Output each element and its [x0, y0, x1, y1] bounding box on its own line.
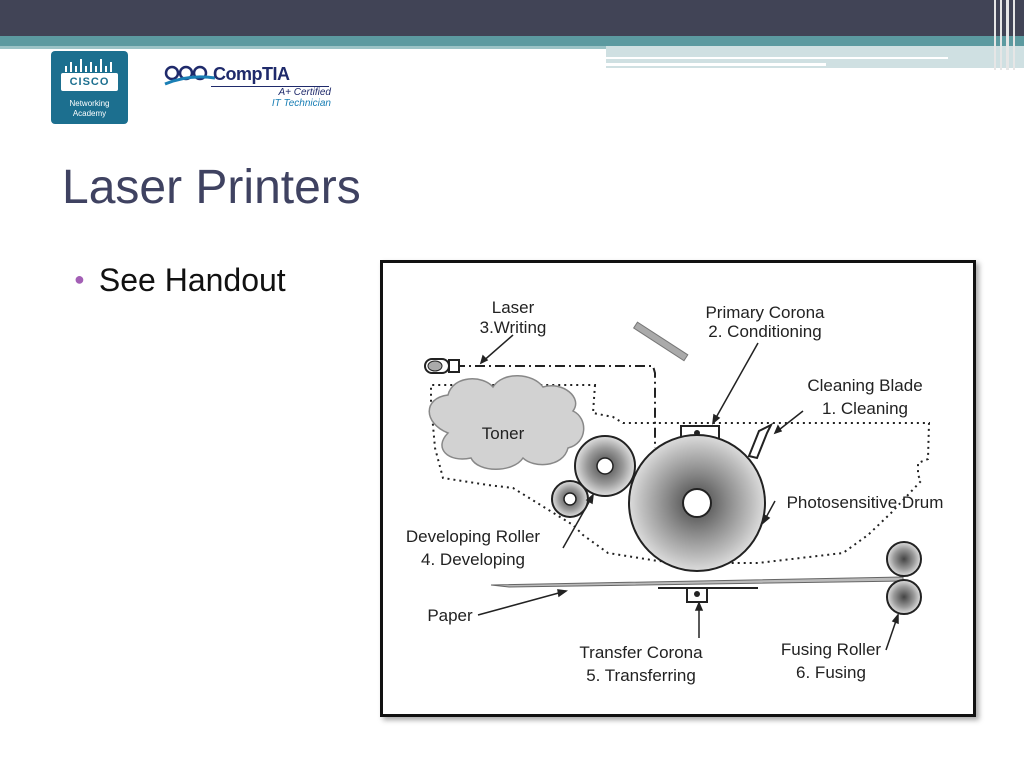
label-primary-corona-step: 2. Conditioning: [708, 322, 821, 341]
label-transfer-corona-step: 5. Transferring: [586, 666, 696, 685]
label-laser-step: 3.Writing: [480, 318, 547, 337]
comptia-divider: [211, 86, 329, 87]
label-developing-roller: Developing Roller: [406, 527, 541, 546]
comptia-cert-line1: A+ Certified: [278, 87, 331, 98]
fusing-roller-top: [886, 541, 922, 577]
label-paper: Paper: [427, 606, 473, 625]
comptia-cert-line2: IT Technician: [271, 98, 331, 109]
cisco-sub-line2: Academy: [72, 109, 107, 118]
diagram-canvas: Laser 3.Writing Primary Corona 2. Condit…: [406, 298, 944, 685]
mirror: [632, 321, 689, 362]
fusing-roller-bottom: [886, 579, 922, 615]
cisco-networking-academy-logo: CISCO Networking Academy: [51, 51, 128, 124]
comptia-swoosh-icon: [164, 65, 216, 86]
label-fusing-roller-step: 6. Fusing: [796, 663, 866, 682]
bullet-dot-icon: ●: [74, 269, 85, 289]
label-laser: Laser: [492, 298, 535, 317]
label-photosensitive-drum: Photosensitive Drum: [787, 493, 944, 512]
label-developing-roller-step: 4. Developing: [421, 550, 525, 569]
laser-beam-path: [455, 365, 656, 448]
slide-title: Laser Printers: [62, 161, 361, 214]
leader-lines: [477, 334, 899, 651]
cisco-wordmark: CISCO: [61, 73, 118, 91]
laser-unit: [424, 358, 460, 374]
bullet-text: See Handout: [98, 262, 286, 298]
label-cleaning-blade: Cleaning Blade: [807, 376, 922, 395]
cisco-bars-icon: [65, 59, 112, 72]
label-toner: Toner: [482, 424, 525, 443]
printer-enclosure-outline: [430, 384, 931, 564]
label-fusing-roller: Fusing Roller: [781, 640, 881, 659]
cleaning-blade: [747, 422, 774, 460]
label-cleaning-blade-step: 1. Cleaning: [822, 399, 908, 418]
cisco-subtitle: Networking Academy: [51, 99, 128, 119]
developing-roller-large-hub: [596, 457, 614, 475]
label-primary-corona: Primary Corona: [705, 303, 825, 322]
comptia-wordmark: CompTIA: [213, 64, 290, 84]
top-decorative-bar: [0, 0, 1024, 70]
laser-printer-diagram: Laser 3.Writing Primary Corona 2. Condit…: [380, 260, 976, 717]
developing-roller-small-hub: [563, 492, 577, 506]
paper-sheet: [490, 576, 904, 588]
label-transfer-corona: Transfer Corona: [579, 643, 703, 662]
comptia-certification: A+ Certified IT Technician: [272, 87, 331, 109]
cisco-sub-line1: Networking: [69, 99, 110, 108]
bullet-item: ● See Handout: [74, 262, 286, 299]
transfer-corona: [658, 587, 758, 603]
toner-cloud: [428, 375, 585, 470]
comptia-logo: CompTIA A+ Certified IT Technician: [163, 60, 335, 114]
drum-hub: [682, 488, 712, 518]
